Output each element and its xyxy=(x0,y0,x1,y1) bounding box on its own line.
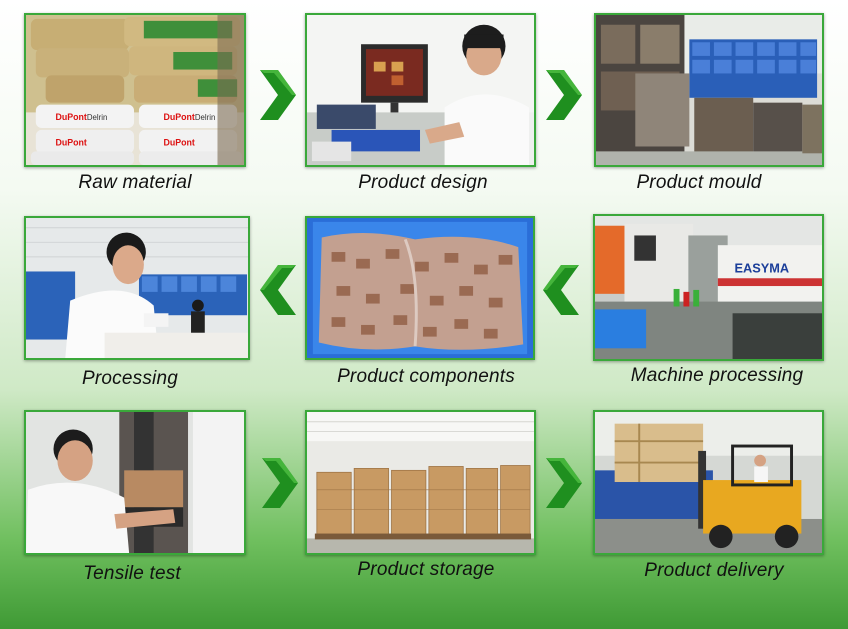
step-label-product-design: Product design xyxy=(358,172,488,193)
bag-label-delrin-2: Delrin xyxy=(195,113,215,122)
step-label-product-storage: Product storage xyxy=(357,559,495,580)
step-label-product-components: Product components xyxy=(337,366,515,387)
processing-photo xyxy=(24,216,250,360)
bag-label-dupont: DuPont xyxy=(55,112,86,122)
product-mould-photo xyxy=(594,13,824,167)
bag-label-dupont-3: DuPont xyxy=(55,138,86,148)
product-delivery-photo xyxy=(593,410,824,555)
arrow-right-icon xyxy=(256,70,298,120)
product-components-photo xyxy=(305,216,535,360)
bag-label-dupont-2: DuPont xyxy=(163,112,194,122)
machine-brand-text: EASYMA xyxy=(735,260,790,275)
machine-processing-photo: EASYMA xyxy=(593,214,824,361)
arrow-right-icon xyxy=(258,458,300,508)
arrow-right-icon xyxy=(542,458,584,508)
product-storage-photo xyxy=(305,410,536,555)
tensile-test-photo xyxy=(24,410,246,555)
bag-label-dupont-4: DuPont xyxy=(163,138,194,148)
arrow-right-icon xyxy=(542,70,584,120)
arrow-left-icon xyxy=(541,265,583,315)
step-label-machine-processing: Machine processing xyxy=(630,365,804,386)
raw-material-photo: DuPont Delrin DuPont Delrin DuPont DuPon… xyxy=(24,13,246,167)
step-label-processing: Processing xyxy=(82,368,178,389)
step-label-raw-material: Raw material xyxy=(78,172,192,193)
product-design-photo xyxy=(305,13,536,167)
step-label-product-delivery: Product delivery xyxy=(644,560,784,581)
bag-label-delrin: Delrin xyxy=(87,113,107,122)
step-label-tensile-test: Tensile test xyxy=(83,563,181,584)
step-label-product-mould: Product mould xyxy=(636,172,762,193)
arrow-left-icon xyxy=(258,265,300,315)
